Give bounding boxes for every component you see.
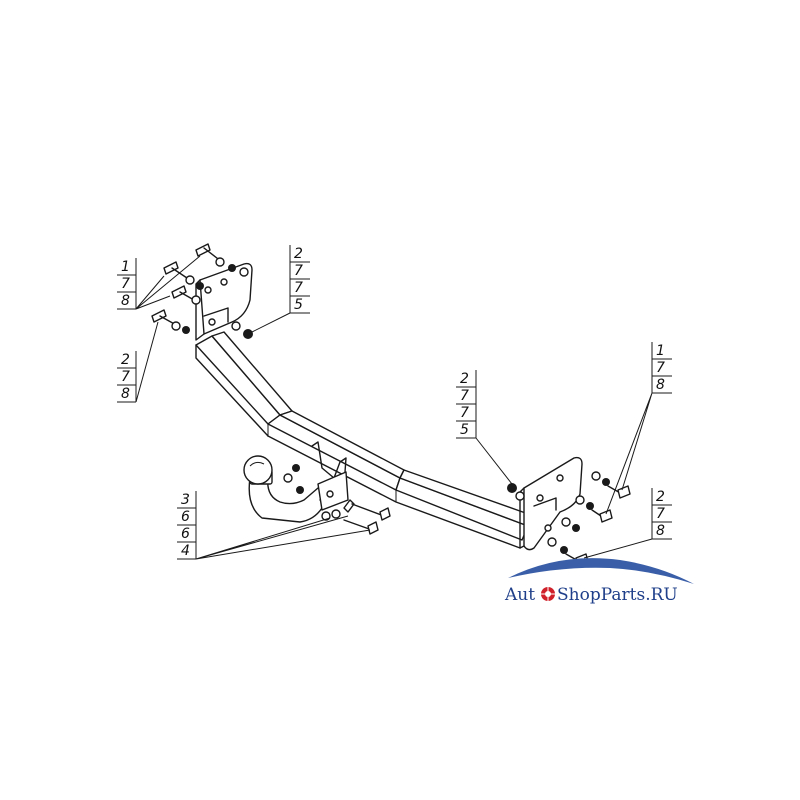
car-swoosh [508, 558, 694, 584]
callout-label: 7 [294, 263, 303, 279]
logo-text-end: ShopParts.RU [557, 585, 678, 605]
callout-1-7-8-right: 1 7 8 [605, 342, 672, 515]
callout-label: 7 [121, 276, 130, 292]
callout-2-7-8-right: 2 7 8 [583, 488, 672, 559]
callout-label: 7 [121, 369, 130, 385]
tow-ball-assembly [243, 441, 349, 523]
callout-label: 1 [121, 259, 130, 275]
watermark-logo: Aut ShopParts.RU [504, 558, 694, 605]
callout-label: 8 [121, 386, 130, 402]
right-bracket [519, 456, 583, 551]
callout-label: 6 [181, 526, 190, 542]
callout-label: 1 [656, 343, 665, 359]
callout-label: 5 [460, 422, 469, 438]
callout-label: 3 [181, 492, 190, 508]
left-bracket [195, 262, 253, 341]
callout-label: 8 [121, 293, 130, 309]
callout-label: 8 [656, 377, 665, 393]
logo-text-start: Aut [504, 585, 535, 605]
callout-label: 6 [181, 509, 190, 525]
callout-2-7-7-5-top: 2 7 7 5 [251, 245, 310, 333]
callout-label: 7 [460, 405, 469, 421]
callout-1-7-8-left: 1 7 8 [117, 255, 201, 310]
callout-label: 2 [656, 489, 665, 505]
callout-label: 2 [121, 352, 130, 368]
callout-2-7-7-5-center: 2 7 7 5 [456, 370, 513, 485]
callout-2-7-8-left: 2 7 8 [117, 321, 159, 403]
callout-label: 8 [656, 523, 665, 539]
crossbar [195, 331, 535, 549]
callout-label: 2 [460, 371, 469, 387]
callout-label: 7 [460, 388, 469, 404]
callout-label: 5 [294, 297, 303, 313]
callout-label: 2 [294, 246, 303, 262]
callout-3-6-6-4: 3 6 6 4 [177, 491, 371, 560]
callout-label: 7 [656, 506, 665, 522]
center-bolts [283, 464, 391, 535]
left-bolts [151, 243, 253, 339]
callout-label: 7 [294, 280, 303, 296]
callout-label: 4 [181, 543, 190, 559]
wheel-icon [541, 587, 555, 601]
callout-label: 7 [656, 360, 665, 376]
